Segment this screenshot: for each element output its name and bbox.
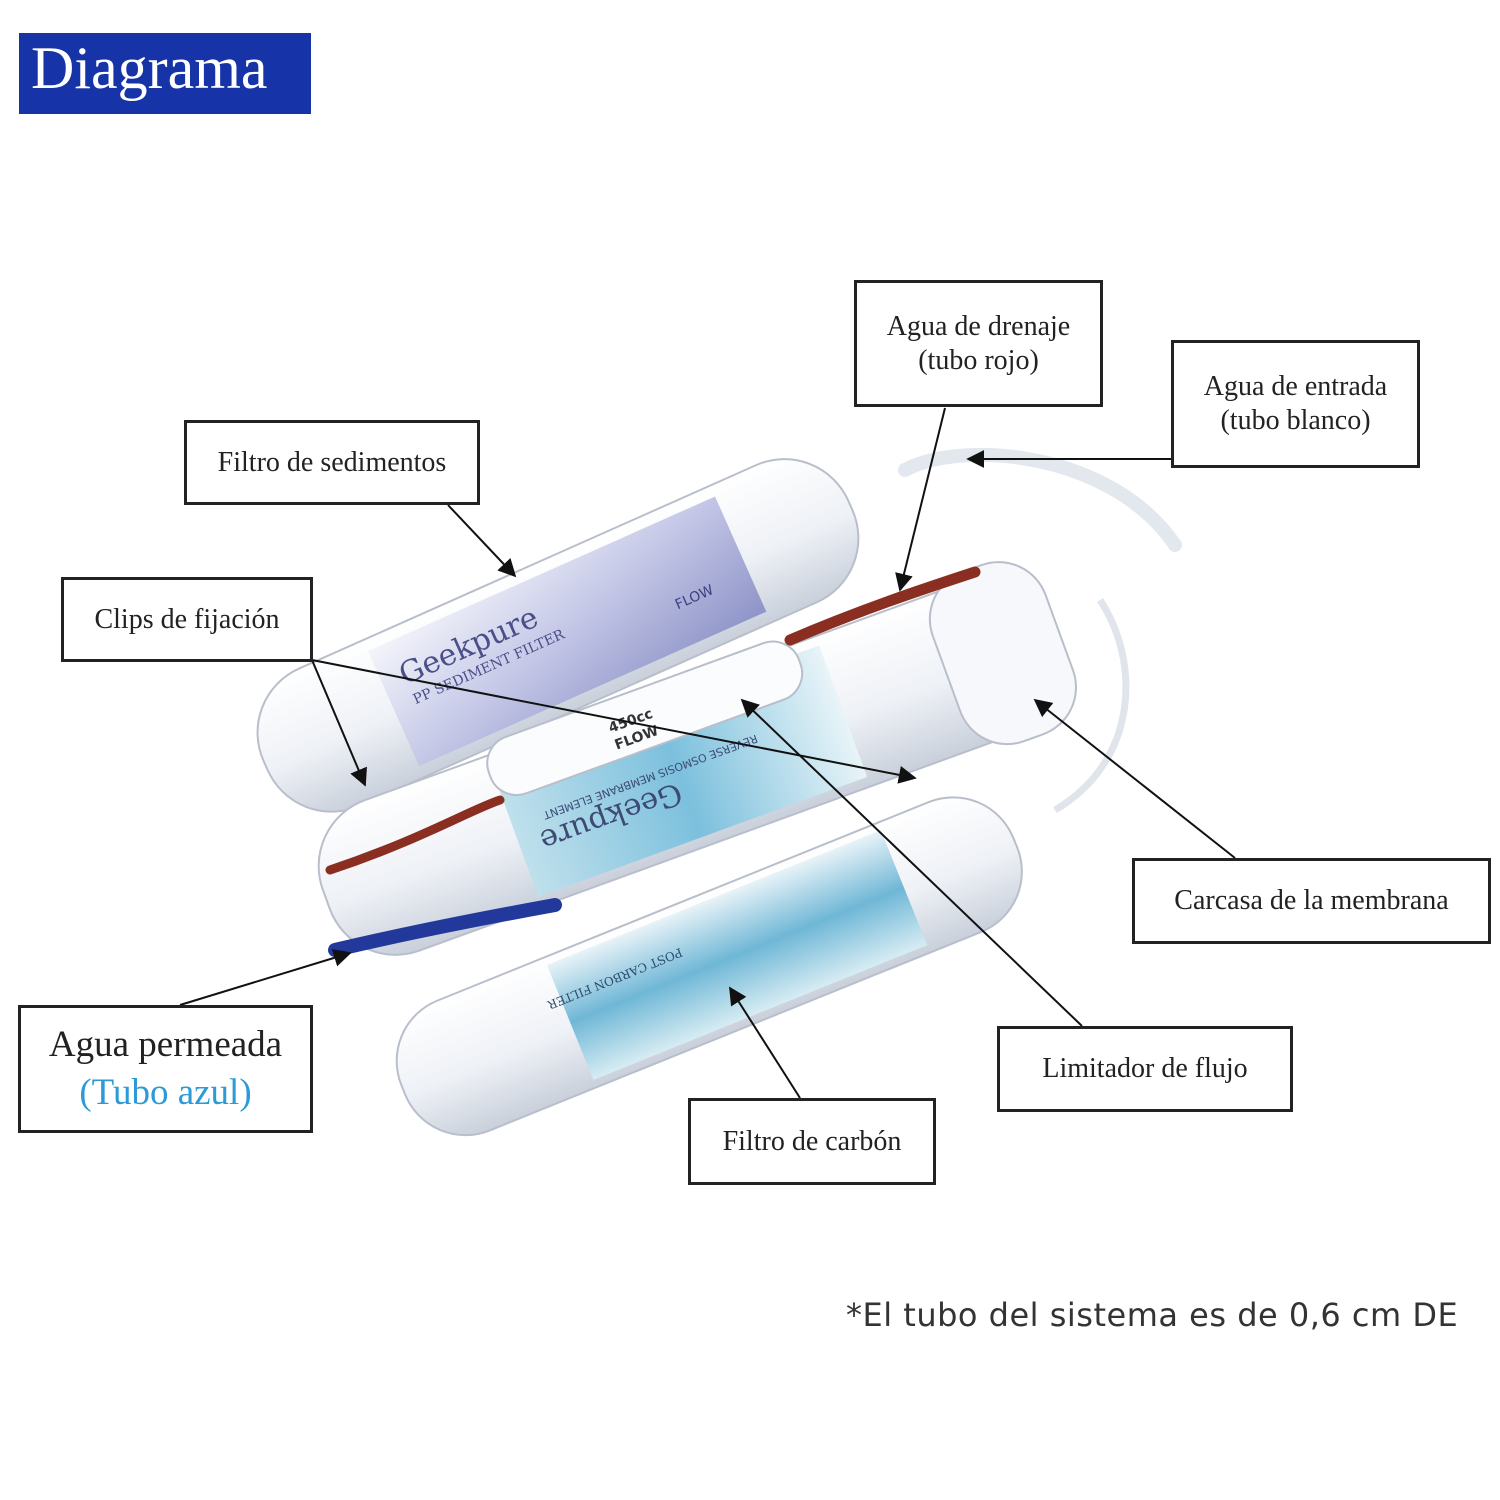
label-permeate-water: Agua permeada (Tubo azul) bbox=[18, 1005, 313, 1133]
label-drain-water: Agua de drenaje(tubo rojo) bbox=[854, 280, 1103, 407]
leader-membrane bbox=[1033, 698, 1236, 859]
sediment-label: Filtro de sedimentos bbox=[217, 446, 447, 478]
leader-clips-2 bbox=[311, 659, 917, 784]
label-clips: Clips de fijación bbox=[61, 577, 313, 662]
clips-label: Clips de fijación bbox=[94, 603, 280, 635]
leader-sediment bbox=[447, 504, 517, 578]
leader-clips-1 bbox=[311, 659, 367, 787]
label-membrane-housing: Carcasa de la membrana bbox=[1132, 858, 1491, 944]
tube-size-note: *El tubo del sistema es de 0,6 cm DE bbox=[846, 1296, 1459, 1334]
diagram-title: Diagrama bbox=[19, 33, 311, 114]
label-inlet-water: Agua de entrada(tubo blanco) bbox=[1171, 340, 1420, 468]
label-flow-limiter: Limitador de flujo bbox=[997, 1026, 1293, 1112]
permeate-blue-tube bbox=[328, 898, 562, 957]
drain-red-tube bbox=[325, 795, 505, 875]
carbon-label: Filtro de carbón bbox=[722, 1125, 902, 1157]
label-sediment-filter: Filtro de sedimentos bbox=[184, 420, 480, 505]
label-carbon-filter: Filtro de carbón bbox=[688, 1098, 936, 1185]
leader-permeate bbox=[179, 949, 352, 1006]
inlet-label-line2: (tubo blanco) bbox=[1220, 405, 1371, 436]
membrane-housing: Geekpure REVERSE OSMOSIS MEMBRANE ELEMEN… bbox=[317, 561, 1077, 956]
leader-carbon bbox=[729, 986, 801, 1099]
carbon-filter-housing: POST CARBON FILTER bbox=[395, 796, 1023, 1137]
flow-limiter-label: Limitador de flujo bbox=[1042, 1053, 1248, 1084]
drain-label-line2: (tubo rojo) bbox=[918, 344, 1039, 376]
inlet-label-line1: Agua de entrada bbox=[1203, 371, 1388, 402]
permeate-label-line1: Agua permeada bbox=[48, 1024, 283, 1065]
inlet-white-tube bbox=[898, 447, 1182, 552]
leader-drain bbox=[895, 407, 946, 592]
sediment-filter-housing: Geekpure PP SEDIMENT FILTER FLOW bbox=[256, 458, 860, 813]
permeate-label-line2: (Tubo azul) bbox=[79, 1072, 252, 1113]
membrane-label: Carcasa de la membrana bbox=[1174, 885, 1449, 916]
leader-flow-limiter bbox=[740, 698, 1083, 1027]
drain-label-line1: Agua de drenaje bbox=[886, 310, 1071, 342]
